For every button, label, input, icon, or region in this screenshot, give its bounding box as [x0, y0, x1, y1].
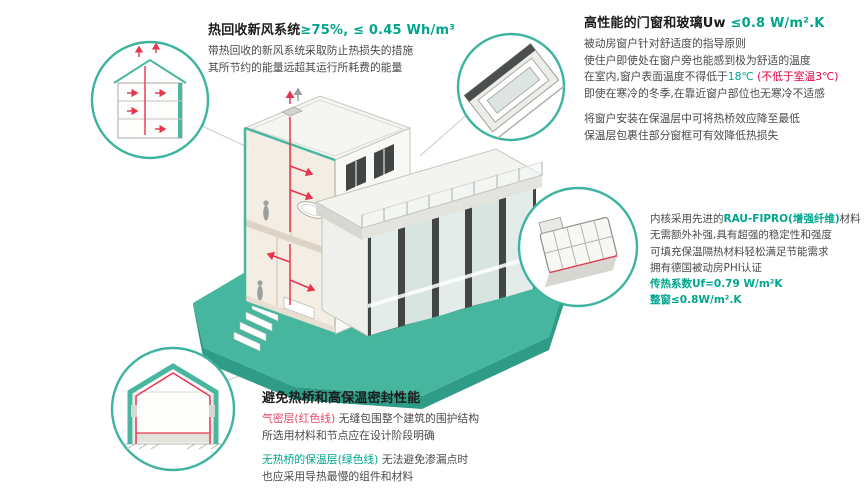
text-line: 可填充保温隔热材料轻松满足节能需求	[650, 245, 829, 258]
ventilation-ducts	[266, 117, 316, 305]
text-segment: 在室内,窗户表面温度不得低于	[584, 70, 728, 84]
windows-title: 高性能的门窗和玻璃Uw ≤0.8 W/m².K	[584, 12, 862, 31]
ventilation-title: 热回收新风系统≥75%, ≤ 0.45 Wh/m³	[208, 19, 483, 38]
text-segment: 无缝包围整个建筑的围护结构	[335, 412, 480, 425]
text-line: 无需额外补强,具有超强的稳定性和强度	[650, 229, 832, 242]
text-line: 无热桥的保温层(绿色线) 无法避免渗漏点时	[262, 452, 572, 469]
ground-hatch	[123, 443, 223, 450]
text-segment: 无热桥的保温层(绿色线)	[262, 453, 379, 467]
roof-vent-unit	[281, 87, 303, 117]
thermal-text-block: 避免热桥和高保温密封性能 气密层(红色线) 无缝包围整个建筑的围护结构 所选用材…	[262, 387, 572, 492]
spacer	[584, 103, 862, 111]
text-segment: (不低于室温3℃)	[753, 70, 839, 84]
text-line: 拥有德国被动房PHI认证	[650, 261, 762, 274]
garden-stairs	[233, 301, 279, 352]
profile-body: 内核采用先进的RAU-FIPRO(增强纤维)材料 无需额外补强,具有超强的稳定性…	[650, 211, 864, 309]
text-line: 带热回收的新风系统采取防止热损失的措施	[208, 44, 414, 57]
text-line: 使住户即使处在窗户旁也能感到极为舒适的温度	[584, 53, 811, 67]
thermal-body: 气密层(红色线) 无缝包围整个建筑的围护结构 所选用材料和节点应在设计阶段明确 …	[262, 411, 572, 492]
text-line: 整窗≤0.8W/m².K	[650, 294, 742, 307]
thermal-callout-circle	[110, 346, 236, 472]
text-segment: 内核采用先进的	[650, 213, 724, 225]
text-segment: RAU-FIPRO(增强纤维)	[723, 213, 840, 225]
text-line: 传热系数Uf=0.79 W/m²K	[650, 278, 783, 291]
cutaway-interior	[243, 117, 336, 336]
ventilation-callout-circle	[90, 40, 210, 160]
windows-text-block: 高性能的门窗和玻璃Uw ≤0.8 W/m².K 被动房窗户针对舒适度的指导原则 …	[584, 12, 862, 144]
text-segment: 材料	[839, 213, 861, 225]
house-glazed-wing	[314, 148, 544, 337]
text-line: 其所节约的能量远超其运行所耗费的能量	[208, 60, 403, 74]
roof-terrace-railing	[361, 161, 543, 229]
thermal-title: 避免热桥和高保温密封性能	[262, 391, 421, 406]
text-line: 保温层包裹住部分窗框可有效降低热损失	[584, 128, 779, 142]
windows-title-value: ≤0.8 W/m².K	[730, 16, 825, 31]
ventilation-title-main: 热回收新风系统	[208, 23, 301, 38]
text-line: 气密层(红色线) 无缝包围整个建筑的围护结构	[262, 411, 572, 428]
text-segment: 无法避免渗漏点时	[378, 453, 469, 467]
windows-body: 被动房窗户针对舒适度的指导原则 使住户即使处在窗户旁也能感到极为舒适的温度 在室…	[584, 36, 862, 144]
window-frame-section	[463, 43, 565, 139]
person-figure	[257, 200, 269, 301]
text-line: 被动房窗户针对舒适度的指导原则	[584, 37, 746, 50]
ventilation-title-value: ≥75%, ≤ 0.45 Wh/m³	[300, 23, 456, 38]
glazing-panes	[371, 189, 533, 335]
spacer	[262, 444, 572, 452]
window-detail-callout-circle	[456, 32, 566, 142]
window-profile-crosssection	[538, 216, 618, 288]
text-line: 所选用材料和节点应在设计阶段明确	[262, 428, 435, 442]
text-line: 将窗户安装在保温层中可将热桥效应降至最低	[584, 111, 800, 125]
text-segment: 18℃	[727, 70, 754, 84]
ventilation-text-block: 热回收新风系统≥75%, ≤ 0.45 Wh/m³ 带热回收的新风系统采取防止热…	[208, 19, 483, 76]
text-line: 即使在寒冷的冬季,在靠近窗户部位也无寒冷不适感	[584, 87, 825, 101]
profile-text-block: 内核采用先进的RAU-FIPRO(增强纤维)材料 无需额外补强,具有超强的稳定性…	[650, 211, 864, 309]
ventilation-body: 带热回收的新风系统采取防止热损失的措施 其所节约的能量远超其运行所耗费的能量	[208, 43, 483, 76]
text-line: 内核采用先进的RAU-FIPRO(增强纤维)材料	[650, 211, 864, 227]
windows-title-main: 高性能的门窗和玻璃Uw	[584, 16, 731, 31]
text-segment: 气密层(红色线)	[262, 412, 336, 425]
profile-callout-circle	[517, 186, 639, 308]
text-line: 也应采用导热最慢的组件和材料	[262, 470, 414, 484]
text-line: 在室内,窗户表面温度不得低于18℃ (不低于室温3℃)	[584, 69, 862, 86]
